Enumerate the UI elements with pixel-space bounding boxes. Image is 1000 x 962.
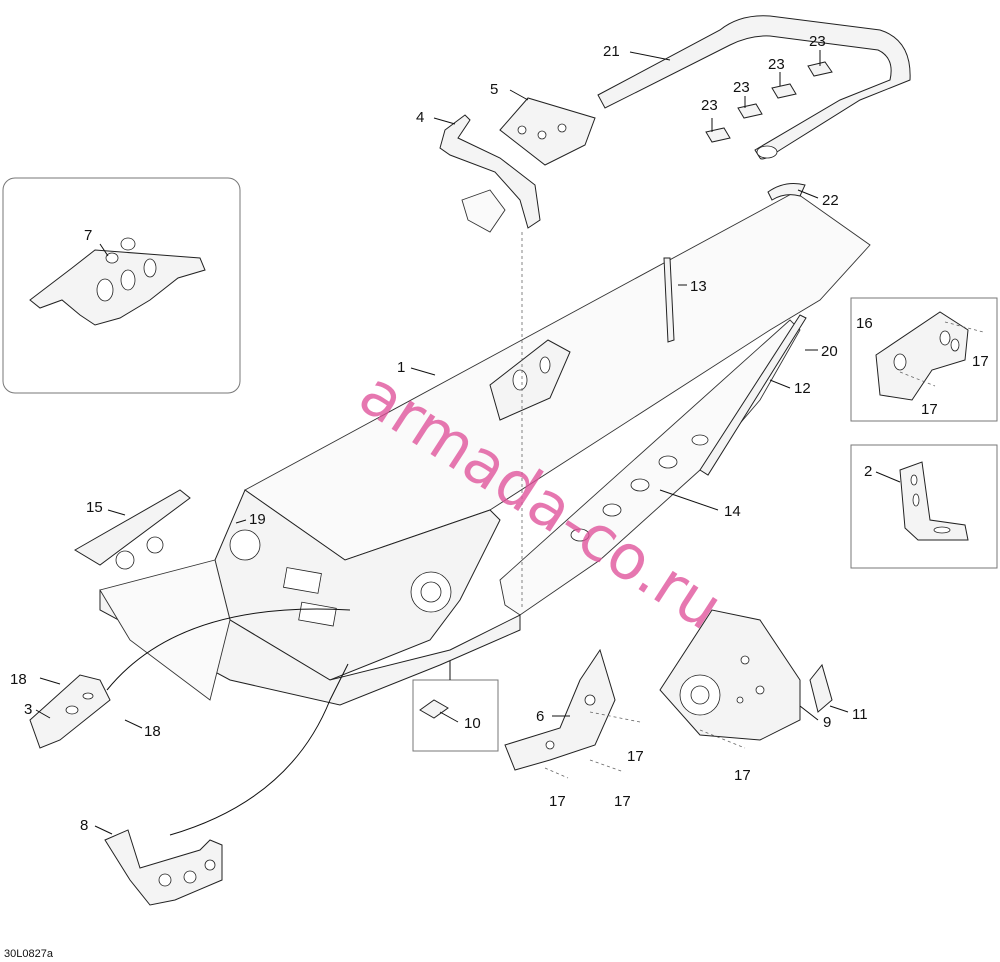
- part-4-bracket: [439, 114, 541, 233]
- harness-lead-8: [169, 663, 349, 836]
- callout-9: 9: [823, 714, 831, 731]
- callout-15: 15: [86, 499, 103, 516]
- callout-23-b: 23: [768, 56, 785, 73]
- part-8-bracket: [104, 829, 223, 906]
- callout-4: 4: [416, 109, 424, 126]
- callout-17-part9: 17: [734, 767, 751, 784]
- part-21-handle: [597, 15, 911, 160]
- callout-6: 6: [536, 708, 544, 725]
- figure-code: 30L0827a: [4, 948, 54, 960]
- part-9-plate: [659, 609, 801, 741]
- callout-17-box16-right: 17: [972, 353, 989, 370]
- inset-box-16: 16 17 17: [850, 297, 998, 422]
- callout-16: 16: [856, 315, 873, 332]
- callout-21: 21: [603, 43, 620, 60]
- callout-23-d: 23: [701, 97, 718, 114]
- part-5-guard: [499, 97, 596, 166]
- part-15-rail: [74, 489, 191, 566]
- callout-23-a: 23: [809, 33, 826, 50]
- callout-7: 7: [84, 227, 92, 244]
- part-16-bracket: [875, 311, 969, 401]
- callout-19: 19: [249, 511, 266, 528]
- callout-1: 1: [397, 359, 405, 376]
- callout-5: 5: [490, 81, 498, 98]
- callout-18-top: 18: [10, 671, 27, 688]
- callout-11: 11: [852, 706, 868, 723]
- part-22-clip: [767, 183, 806, 201]
- inset-box-10: 10: [412, 652, 499, 752]
- part-11-bracket: [809, 663, 833, 713]
- callout-8: 8: [80, 817, 88, 834]
- callout-12: 12: [794, 380, 811, 397]
- leaders: [35, 50, 849, 835]
- inset-box-2: 2: [850, 444, 998, 569]
- callout-17-box16-bottom: 17: [921, 401, 938, 418]
- inset-box-7: 7: [2, 177, 241, 394]
- callout-23-c: 23: [733, 79, 750, 96]
- callout-3: 3: [24, 701, 32, 718]
- callout-17-part6-b: 17: [614, 793, 631, 810]
- bolts-23: [705, 61, 833, 143]
- part-6-plate: [504, 648, 616, 771]
- callout-20: 20: [821, 343, 838, 360]
- callout-22: 22: [822, 192, 839, 209]
- callout-17-part6-a: 17: [627, 748, 644, 765]
- part-2-bracket: [899, 461, 969, 541]
- callout-2: 2: [864, 463, 872, 480]
- part-1-chassis: [99, 191, 871, 706]
- callout-10: 10: [464, 715, 481, 732]
- part-3-bracket: [29, 674, 111, 749]
- callout-17-part6-c: 17: [549, 793, 566, 810]
- callout-14: 14: [724, 503, 741, 520]
- callout-18-bottom: 18: [144, 723, 161, 740]
- part-7-bracket: [29, 237, 206, 326]
- callout-13: 13: [690, 278, 707, 295]
